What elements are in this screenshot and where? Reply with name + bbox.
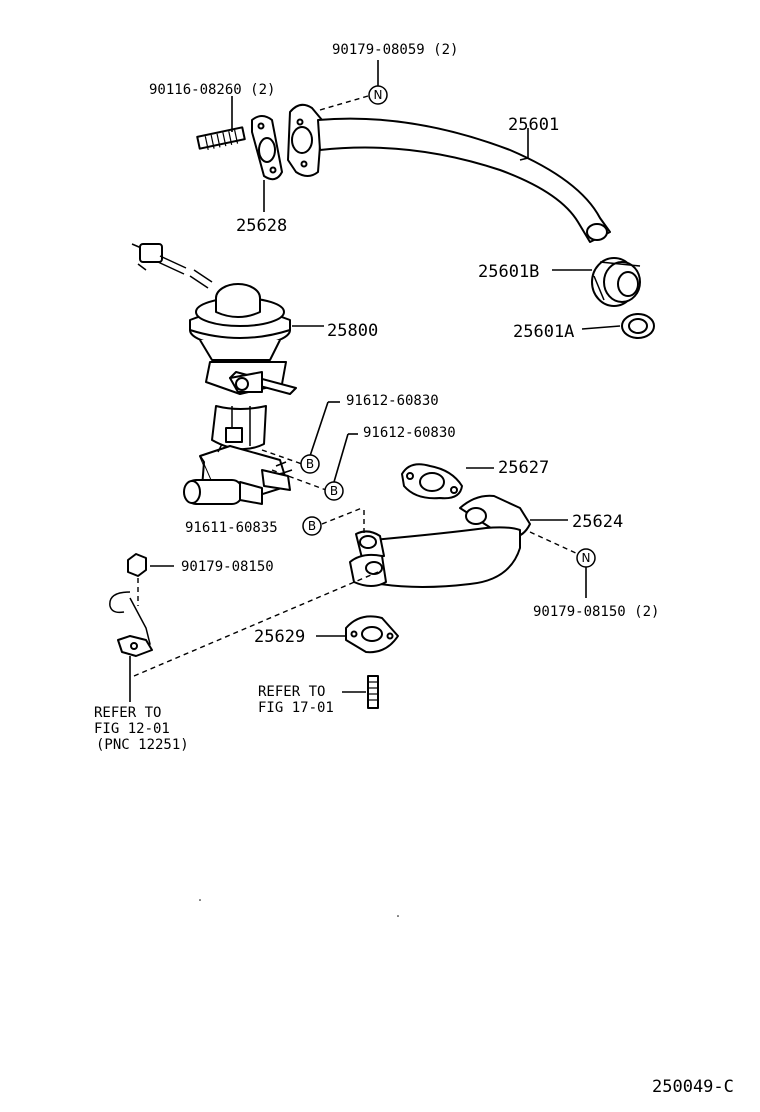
label-90116-08260: 90116-08260 (2) <box>149 82 275 98</box>
bolt-marker-b-3-label: B <box>308 519 316 533</box>
label-25628: 25628 <box>236 216 287 236</box>
label-refer-fig12-line2: FIG 12-01 <box>94 721 170 737</box>
label-refer-fig17-line1: REFER TO <box>258 684 325 700</box>
gasket-25627 <box>401 463 463 500</box>
ring-25601A <box>621 313 655 339</box>
nut-marker-n-right-label: N <box>582 551 591 565</box>
bolt-marker-b-1 <box>300 454 320 474</box>
nut-marker-n-top <box>368 85 388 105</box>
label-25624: 25624 <box>572 512 623 532</box>
egr-pipe-25624 <box>349 494 531 588</box>
bolt-marker-b-2 <box>324 481 344 501</box>
label-refer-fig12-line3: (PNC 12251) <box>96 737 189 753</box>
label-91612-60830-a: 91612-60830 <box>346 393 439 409</box>
bolt-marker-b-3 <box>302 516 322 536</box>
egr-valve-25800 <box>189 283 297 451</box>
label-91612-60830-b: 91612-60830 <box>363 425 456 441</box>
label-90179-08150-2: 90179-08150 (2) <box>533 604 659 620</box>
bracket-clip <box>109 591 153 657</box>
gasket-25628 <box>251 115 283 181</box>
bolt-marker-b-2-label: B <box>330 484 338 498</box>
label-25601: 25601 <box>508 115 559 135</box>
vacuum-switching-valve <box>183 443 293 505</box>
vacuum-hose-fitting <box>131 243 213 289</box>
label-25627: 25627 <box>498 458 549 478</box>
label-25601B: 25601B <box>478 262 539 282</box>
label-refer-fig17-line2: FIG 17-01 <box>258 700 334 716</box>
bolt-marker-b-1-label: B <box>306 457 314 471</box>
nut-marker-n-top-label: N <box>374 88 383 102</box>
nut-90179-08150 <box>127 553 147 577</box>
label-25800: 25800 <box>327 321 378 341</box>
label-91611-60835: 91611-60835 <box>185 520 278 536</box>
label-refer-fig12-line1: REFER TO <box>94 705 161 721</box>
gasket-25629 <box>345 615 399 654</box>
figure-code: 250049-C <box>652 1077 734 1097</box>
union-25601B <box>591 257 641 307</box>
exhaust-stud <box>367 675 379 709</box>
egr-pipe-25601 <box>287 103 611 243</box>
stud-bolt <box>196 126 246 151</box>
label-90179-08150: 90179-08150 <box>181 559 274 575</box>
label-25629: 25629 <box>254 627 305 647</box>
label-25601A: 25601A <box>513 322 574 342</box>
label-90179-08059: 90179-08059 (2) <box>332 42 458 58</box>
